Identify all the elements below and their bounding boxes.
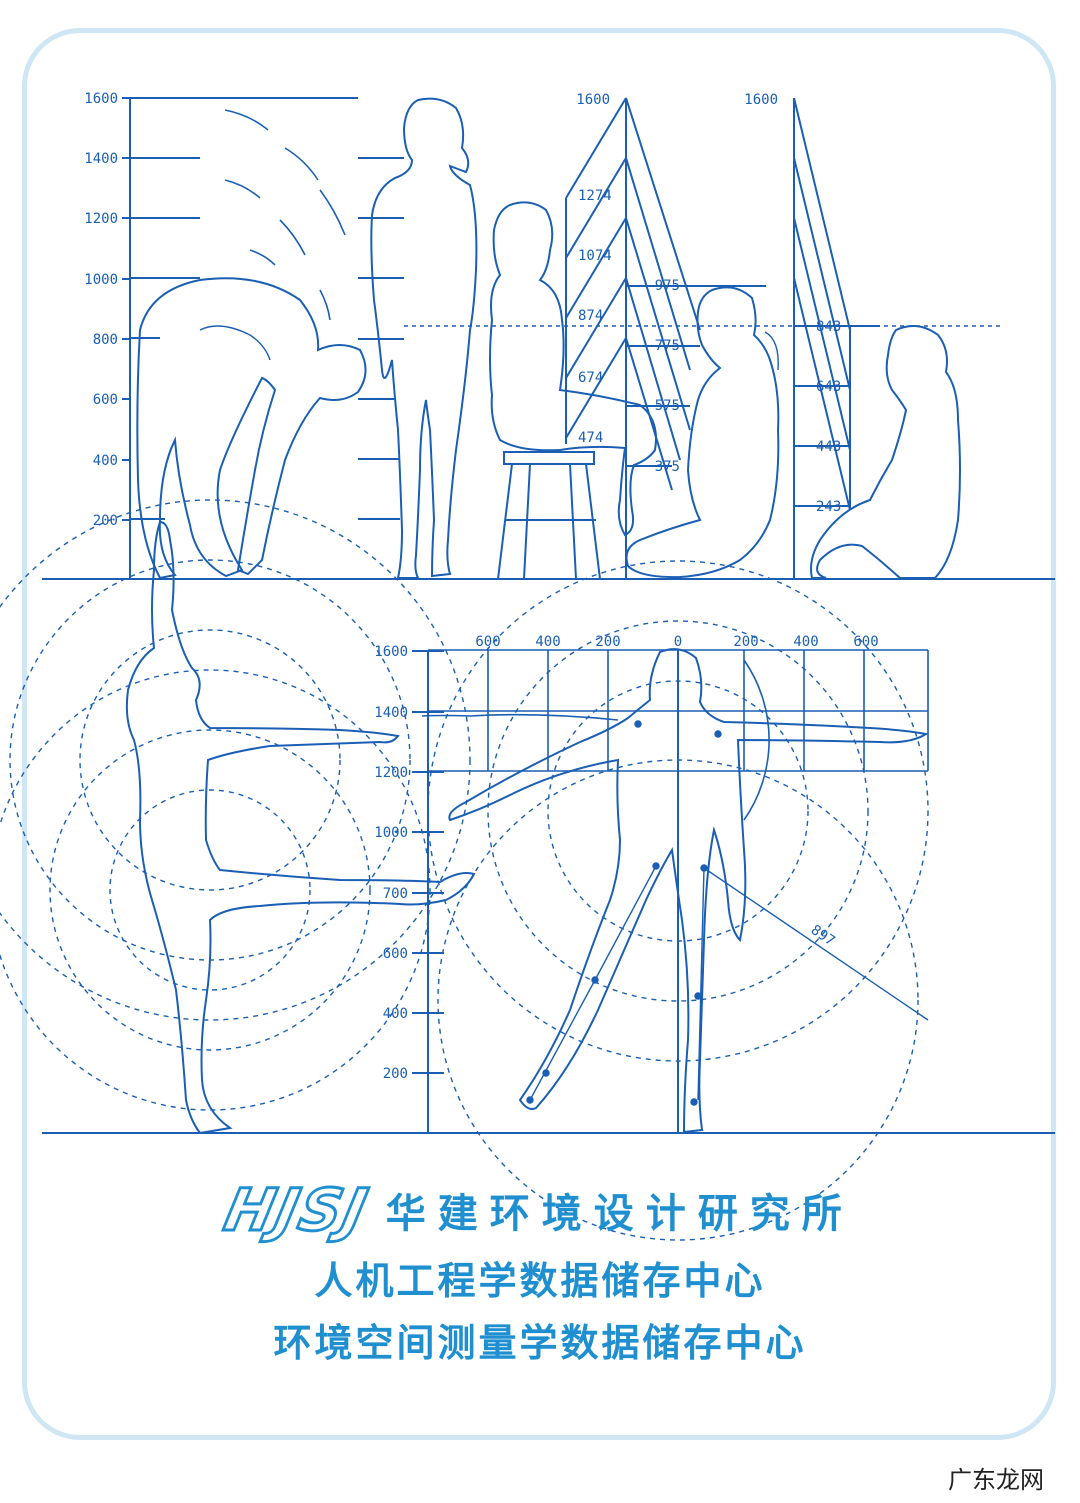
left-scale-label: 1000 [84,272,118,288]
reach-circles [0,499,929,1241]
lower-scale-label: 400 [383,1006,408,1022]
lower-scale-label: 1600 [374,644,408,660]
seated-scale-label: 1274 [578,188,612,204]
brand-row: HJSJ 华建环境设计研究所 [0,1170,1080,1250]
left-scale-label: 600 [93,392,118,408]
reach-length-label: 897 [808,922,838,949]
bending-figure [136,277,367,580]
lower-scale-label: 1200 [374,765,408,781]
kneel-scale-label: 375 [655,459,680,475]
joint-markers [526,720,722,1106]
kneel-scale-label: 575 [655,398,680,414]
reach-arc-strokes [224,109,346,321]
watermark: 广东龙网 [942,1458,1050,1497]
floor-scale-label: 243 [816,499,841,515]
reach-radius-line [703,867,929,1021]
grid-top-label: 400 [793,634,818,650]
left-scale-label: 800 [93,332,118,348]
seated-scale-label: 474 [578,430,603,446]
rounded-frame [22,28,1056,1440]
brand-logo: HJSJ [218,1175,377,1246]
seated-scale-label: 1600 [576,92,610,108]
footer: HJSJ 华建环境设计研究所 人机工程学数据储存中心 环境空间测量学数据储存中心 [0,1170,1080,1374]
subtitle-line-1: 人机工程学数据储存中心 [314,1259,766,1303]
grid-top-label: 200 [733,634,758,650]
seated-figure [489,201,657,580]
left-scale-label: 200 [93,513,118,529]
floor-sitting-figure [810,325,961,579]
brand-name: 华建环境设计研究所 [385,1191,854,1237]
balancing-figure [125,520,476,1135]
lower-scale-label: 1400 [374,705,408,721]
grid-top-label: 0 [674,634,682,650]
lower-scale-label: 200 [383,1066,408,1082]
kneel-scale-label: 975 [655,278,680,294]
floor-scale-label: 1600 [744,92,778,108]
subtitle-line-2: 环境空间测量学数据储存中心 [273,1321,807,1365]
grid-top-label: 600 [475,634,500,650]
kneel-scale-label: 775 [655,338,680,354]
grid-top-label: 600 [853,634,878,650]
kneeling-figure [625,286,780,579]
lower-scale-label: 1000 [374,825,408,841]
seated-scale-label: 1074 [578,248,612,264]
seated-scale-label: 674 [578,370,603,386]
floor-scale-label: 443 [816,439,841,455]
seated-scale-label: 874 [578,308,603,324]
standing-figure [358,97,478,579]
left-scale-label: 400 [93,453,118,469]
left-scale-label: 1600 [84,91,118,107]
lower-scale-label: 700 [383,886,408,902]
spread-eagle-figure [448,648,929,1134]
seated-height-gauge [565,97,766,579]
left-scale-label: 1400 [84,151,118,167]
floor-height-gauge [793,97,880,579]
floor-scale-label: 643 [816,379,841,395]
grid-top-label: 200 [595,634,620,650]
lower-scale-label: 600 [383,946,408,962]
floor-scale-label: 843 [816,319,841,335]
left-scale-label: 1200 [84,211,118,227]
grid-top-label: 400 [535,634,560,650]
